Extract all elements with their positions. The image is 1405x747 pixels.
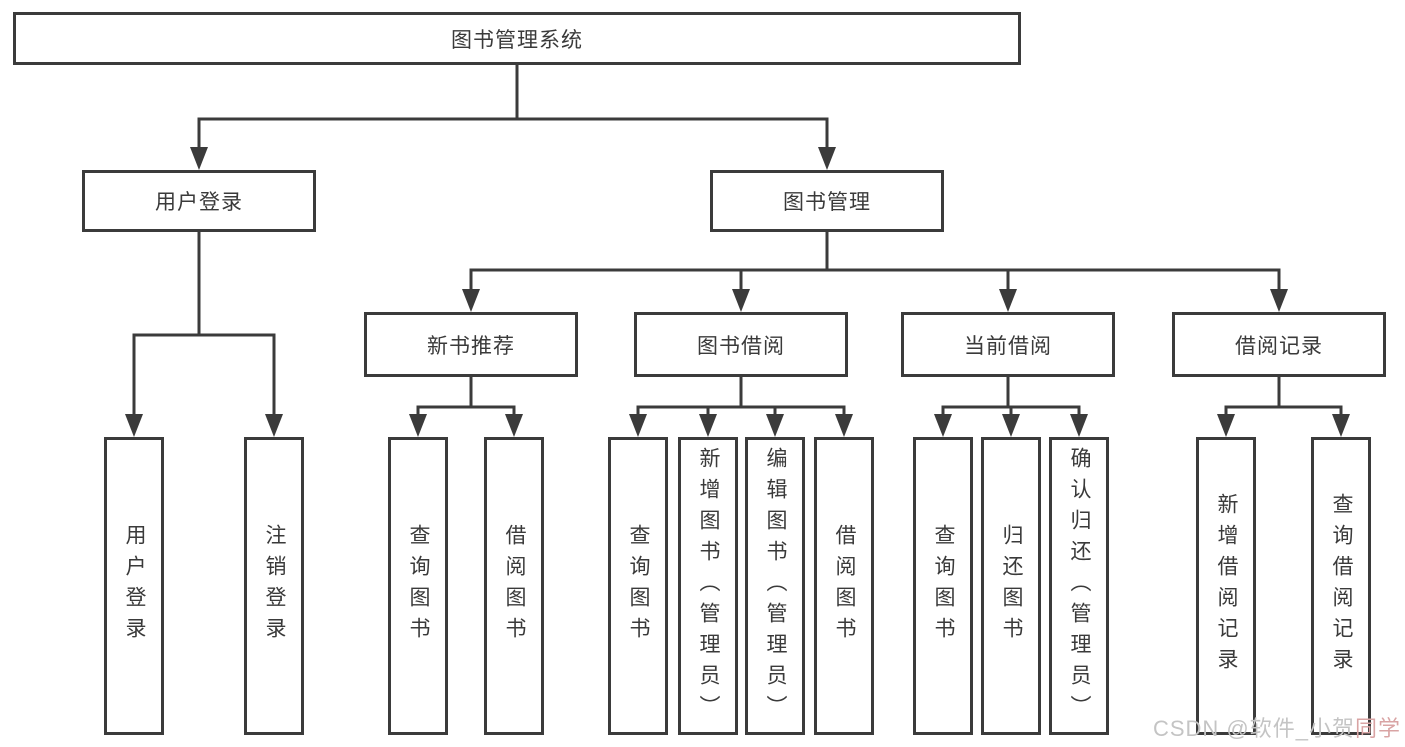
leaf-user-login-label: 用户登录 bbox=[123, 524, 146, 648]
leaf-records-query-record: 查询借阅记录 bbox=[1311, 437, 1371, 735]
leaf-borrow-query-book: 查询图书 bbox=[608, 437, 668, 735]
leaf-recommend-query-book-label: 查询图书 bbox=[407, 524, 430, 648]
node-user-login: 用户登录 bbox=[82, 170, 316, 232]
leaf-recommend-query-book: 查询图书 bbox=[388, 437, 448, 735]
connector-paths bbox=[132, 65, 1343, 417]
node-new-book-recommend-label: 新书推荐 bbox=[427, 334, 515, 358]
leaf-current-return-book: 归还图书 bbox=[981, 437, 1041, 735]
leaf-logout-label: 注销登录 bbox=[263, 524, 286, 648]
leaf-records-query-record-label: 查询借阅记录 bbox=[1330, 493, 1353, 679]
leaf-borrow-borrow-book: 借阅图书 bbox=[814, 437, 874, 735]
leaf-current-return-book-label: 归还图书 bbox=[1000, 524, 1023, 648]
leaf-borrow-add-book-admin-label: 新增图书（管理员） bbox=[697, 446, 720, 726]
leaf-user-login: 用户登录 bbox=[104, 437, 164, 735]
leaf-records-add-record: 新增借阅记录 bbox=[1196, 437, 1256, 735]
leaf-records-add-record-label: 新增借阅记录 bbox=[1215, 493, 1238, 679]
node-book-management: 图书管理 bbox=[710, 170, 944, 232]
leaf-logout: 注销登录 bbox=[244, 437, 304, 735]
leaf-borrow-query-book-label: 查询图书 bbox=[627, 524, 650, 648]
root-node-label: 图书管理系统 bbox=[451, 28, 583, 52]
node-book-management-label: 图书管理 bbox=[783, 191, 871, 214]
leaf-borrow-edit-book-admin-label: 编辑图书（管理员） bbox=[764, 446, 787, 726]
leaf-current-confirm-return-admin-label: 确认归还（管理员） bbox=[1068, 446, 1091, 726]
node-book-borrow: 图书借阅 bbox=[634, 312, 848, 377]
node-borrow-records-label: 借阅记录 bbox=[1235, 334, 1323, 358]
root-node: 图书管理系统 bbox=[13, 12, 1021, 65]
leaf-borrow-borrow-book-label: 借阅图书 bbox=[833, 524, 856, 648]
node-current-borrow-label: 当前借阅 bbox=[964, 334, 1052, 358]
leaf-current-query-book-label: 查询图书 bbox=[932, 524, 955, 648]
leaf-current-query-book: 查询图书 bbox=[913, 437, 973, 735]
leaf-current-confirm-return-admin: 确认归还（管理员） bbox=[1049, 437, 1109, 735]
leaf-recommend-borrow-book-label: 借阅图书 bbox=[503, 524, 526, 648]
leaf-recommend-borrow-book: 借阅图书 bbox=[484, 437, 544, 735]
arrowheads bbox=[125, 147, 1350, 437]
node-user-login-label: 用户登录 bbox=[155, 191, 243, 214]
node-book-borrow-label: 图书借阅 bbox=[697, 334, 785, 358]
leaf-borrow-add-book-admin: 新增图书（管理员） bbox=[678, 437, 738, 735]
node-current-borrow: 当前借阅 bbox=[901, 312, 1115, 377]
node-borrow-records: 借阅记录 bbox=[1172, 312, 1386, 377]
leaf-borrow-edit-book-admin: 编辑图书（管理员） bbox=[745, 437, 805, 735]
node-new-book-recommend: 新书推荐 bbox=[364, 312, 578, 377]
